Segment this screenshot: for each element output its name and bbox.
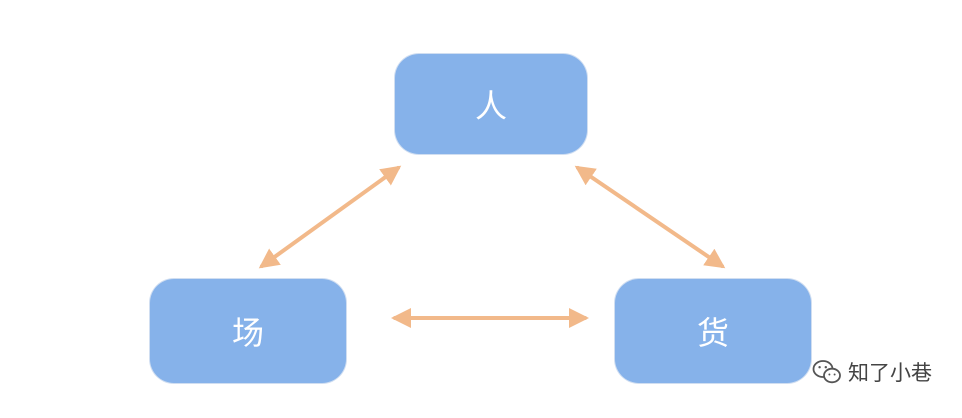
node-chang: 场 — [150, 279, 346, 383]
node-ren: 人 — [395, 54, 587, 154]
node-huo: 货 — [615, 279, 811, 383]
node-huo-label: 货 — [696, 314, 729, 352]
wechat-icon — [812, 359, 842, 385]
watermark: 知了小巷 — [812, 357, 932, 387]
watermark-text: 知了小巷 — [848, 361, 932, 385]
arrow-ren-chang — [258, 165, 402, 269]
arrow-ren-huo — [574, 165, 726, 269]
node-ren-label: 人 — [474, 87, 507, 125]
node-chang-label: 场 — [231, 314, 264, 352]
